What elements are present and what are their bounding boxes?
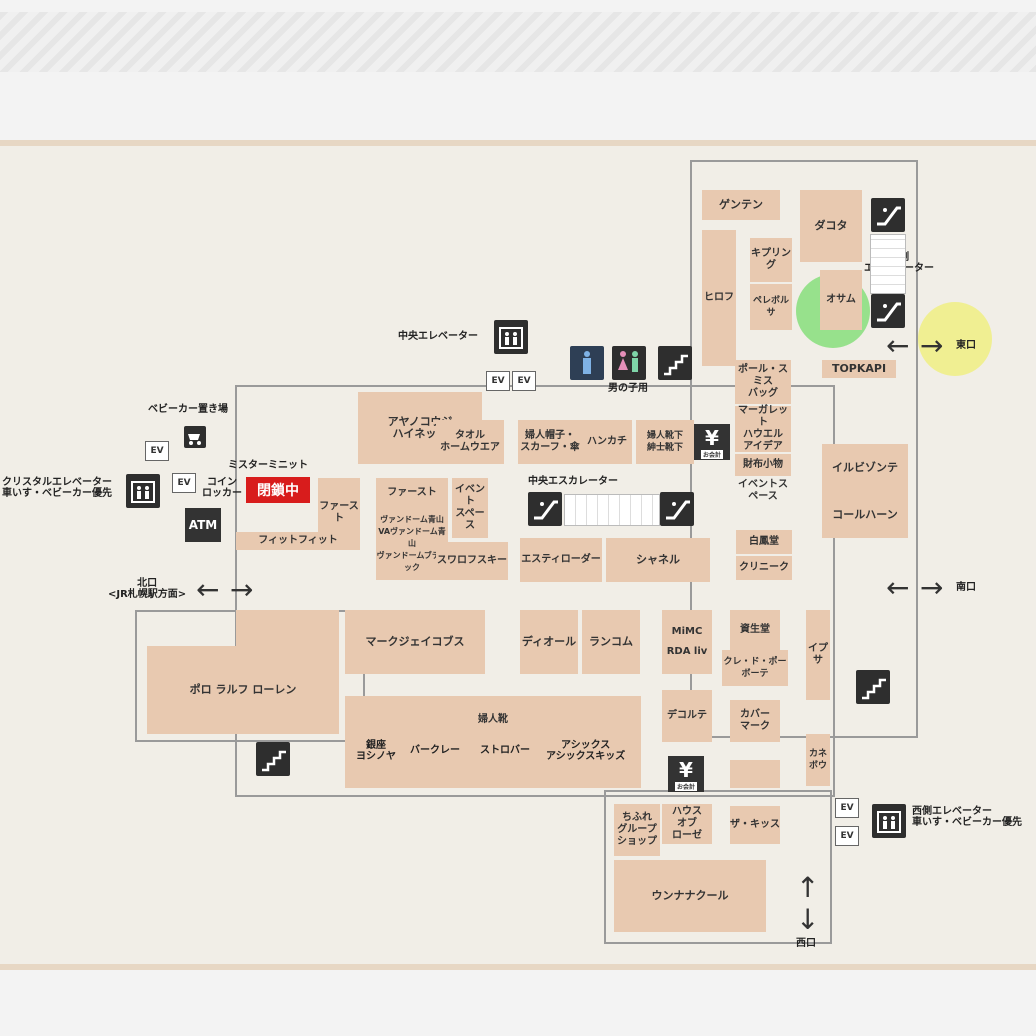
yen-icon[interactable]: ¥お会計 [694,424,730,460]
restroom-unisex-icon[interactable] [612,346,646,380]
shop-polo[interactable]: ポロ ラルフ ローレン [147,646,339,734]
ev-box: EV [512,371,536,391]
west-elevator-label: 西側エレベーター 車いす・ベビーカー優先 [912,806,1022,828]
arrow-left-icon: ← [886,571,910,604]
elevator-icon[interactable] [494,320,528,354]
shop-swarovski[interactable]: スワロフスキー [436,542,508,580]
north-exit-label[interactable]: 北口 <JR札幌駅方面> [108,578,187,600]
coin-locker-label: コイン ロッカー [202,477,242,499]
elevator-icon[interactable] [126,474,160,508]
shop-cole-haan[interactable]: コールハーン [822,492,908,538]
arrow-up-icon: ↑ [796,871,820,904]
ev-box: EV [486,371,510,391]
elevator-icon[interactable] [872,804,906,838]
escalator-icon[interactable] [871,294,905,328]
shop-event-space-right[interactable]: イベントスペース [738,479,788,502]
shop-unnana[interactable]: ウンナナクール [614,860,766,932]
shop-blank [730,760,780,788]
arrow-right-icon: → [920,329,944,362]
arrow-right-icon: → [230,573,254,606]
restroom-label: 男の子用 [608,383,648,394]
east-escalator-track [870,234,906,294]
shop-marc[interactable]: マークジェイコブス [345,610,485,674]
stairs-icon[interactable] [856,670,890,704]
shop-paul-smith[interactable]: ポール・スミス バッグ [735,360,791,404]
shop-stroby[interactable]: ストロバー [480,745,530,756]
ev-box: EV [145,441,169,461]
atm-icon[interactable]: ATM [185,508,221,542]
shop-berkley[interactable]: バークレー [410,745,460,756]
shop-socks[interactable]: 婦人靴下 紳士靴下 [636,420,694,464]
shop-topkapi[interactable]: TOPKAPI [822,360,896,378]
shop-dakota[interactable]: ダコタ [800,190,862,262]
stairs-icon[interactable] [658,346,692,380]
baby-car-label: ベビーカー置き場 [148,404,228,415]
escalator-icon[interactable] [660,492,694,526]
west-exit-label[interactable]: 西口 [796,938,816,949]
shop-pelle[interactable]: ペレボルサ [750,284,792,330]
ev-box: EV [172,473,196,493]
shop-gentan[interactable]: ゲンテン [702,190,780,220]
shop-lancome[interactable]: ランコム [582,610,640,674]
shop-event-space-center[interactable]: イベント スペース [452,478,488,538]
baby-car-icon[interactable] [184,426,206,448]
shop-hirofu[interactable]: ヒロフ [702,230,736,366]
stairs-icon[interactable] [256,742,290,776]
central-elevator-label: 中央エレベーター [398,331,478,342]
shop-chanel[interactable]: シャネル [606,538,710,582]
shop-dior[interactable]: ディオール [520,610,578,674]
yen-icon[interactable]: ¥お会計 [668,756,704,792]
ev-box: EV [835,798,859,818]
shop-shiseido[interactable]: 資生堂 [730,610,780,650]
shop-house-of-rose[interactable]: ハウス オブ ローゼ [662,804,712,844]
shop-estee[interactable]: エスティローダー [520,538,602,582]
escalator-icon[interactable] [528,492,562,526]
ev-box: EV [835,826,859,846]
east-exit-label[interactable]: 東口 [956,340,976,351]
mister-minit-label: ミスターミニット [228,460,308,471]
shop-hakuhodo[interactable]: 白鳳堂 [736,530,792,554]
shop-covermark[interactable]: カバー マーク [730,700,780,742]
south-exit-label[interactable]: 南口 [956,582,976,593]
shop-fitfit[interactable]: フィットフィット [236,532,360,550]
shop-ipsa[interactable]: イプサ [806,610,830,700]
shop-kipling[interactable]: キプリング [750,238,792,282]
shop-margaret[interactable]: マーガレット ハウエル アイデア [735,405,791,452]
floor-outline-bottom [604,790,832,944]
shop-kanebo[interactable]: カネボウ [806,734,830,786]
shop-hankachi[interactable]: ハンカチ [582,420,632,464]
shop-clinique[interactable]: クリニーク [736,556,792,580]
shop-the-kiss[interactable]: ザ・キッス [730,806,780,844]
shop-osamu[interactable]: オサム [820,270,862,330]
shop-saifu[interactable]: 財布小物 [735,454,791,476]
arrow-right-icon: → [920,571,944,604]
shop-first-mid[interactable]: ファースト [376,478,448,508]
arrow-down-icon: ↓ [796,903,820,936]
floor-map [0,140,1036,970]
crystal-elevator-label: クリスタルエレベーター 車いす・ベビーカー優先 [2,477,112,499]
shop-chifure[interactable]: ちふれ グループ ショップ [614,804,660,856]
shop-towel[interactable]: タオル ホームウエア [436,420,504,464]
shop-cle-de-peau[interactable]: クレ・ド・ポー ボーテ [722,650,788,686]
restroom-male-icon[interactable] [570,346,604,380]
escalator-track [564,494,660,526]
central-escalator-label: 中央エスカレーター [528,476,618,487]
shop-mimc[interactable]: MiMC RDA liv [662,610,712,674]
closed-badge: 閉鎖中 [246,477,310,503]
header-banner [0,0,1036,72]
arrow-left-icon: ← [886,329,910,362]
shop-asics[interactable]: アシックス アシックスキッズ [546,740,626,762]
shop-fujin-kutsu[interactable]: 婦人靴 [345,696,641,788]
highlight-yellow [918,302,992,376]
shop-polo-top [236,610,339,650]
shop-yoshinoya[interactable]: 銀座 ヨシノヤ [356,740,396,762]
shop-decorte[interactable]: デコルテ [662,690,712,742]
shop-fujin-boushi[interactable]: 婦人帽子・ スカーフ・傘 [518,420,582,464]
escalator-icon[interactable] [871,198,905,232]
shop-il-bisonte[interactable]: イルビゾンテ [822,444,908,492]
arrow-left-icon: ← [196,573,220,606]
